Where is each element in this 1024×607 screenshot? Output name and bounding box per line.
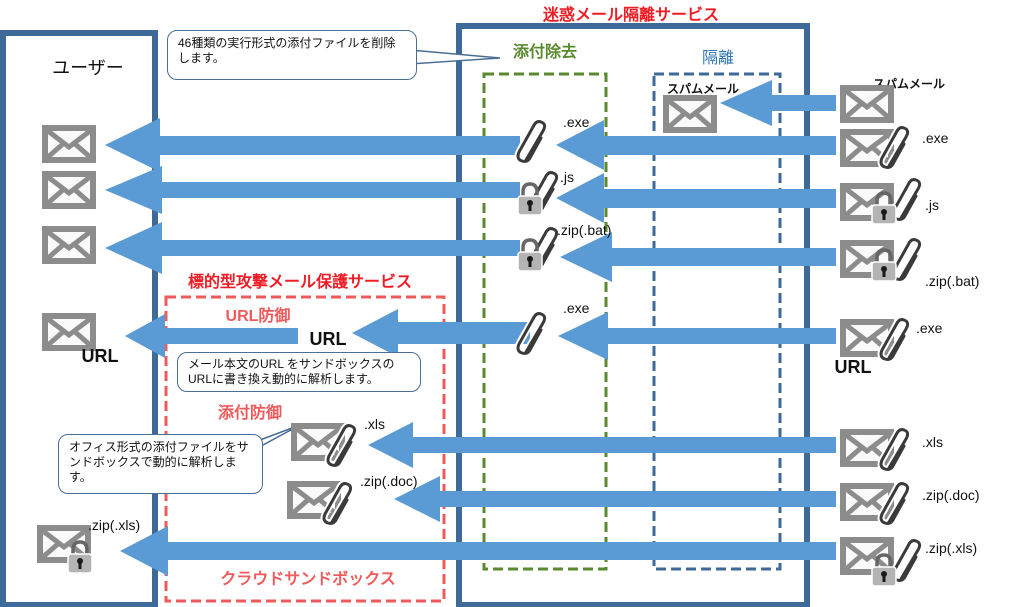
spam-service-box <box>456 23 810 607</box>
paperclip-icon <box>893 240 920 280</box>
url-defense-arrow <box>352 309 530 357</box>
zipbat-arrow-incoming <box>560 232 836 282</box>
removed-zipbat-label: .zip(.bat) <box>557 222 611 238</box>
spam-service-title: 迷惑メール隔離サービス <box>542 5 719 24</box>
cloud-sandbox-title: クラウドサンドボックス <box>220 570 396 588</box>
url-exe-removed-label: .exe <box>563 300 590 316</box>
js-arrow-to-user <box>105 166 520 214</box>
exe-arrow-incoming <box>556 120 836 170</box>
targeted-attack-title: 標的型攻撃メール保護サービス <box>188 272 412 291</box>
url-defense-url-label: URL <box>310 329 347 349</box>
incoming-zipdoc-label: .zip(.doc) <box>922 487 980 503</box>
zipdoc-arrow <box>394 476 836 522</box>
incoming-js-label: .js <box>925 197 939 213</box>
envelope-icon <box>666 98 714 130</box>
user-box <box>0 30 158 607</box>
js-arrow-incoming <box>556 173 836 223</box>
url-rewrite-callout: メール本文のURL をサンドボックスのURLに書き換え動的に解析します。 <box>177 352 421 392</box>
lock-icon <box>516 182 544 217</box>
incoming-xls-label: .xls <box>922 434 943 450</box>
url-defense-title: URL防御 <box>226 306 291 325</box>
user-url-label: URL <box>82 346 119 366</box>
paperclip-icon <box>893 541 920 581</box>
attach-removal-callout: 46種類の実行形式の添付ファイルを削除します。 <box>167 30 417 80</box>
paperclip-icon <box>893 180 920 220</box>
paperclip-icon <box>518 122 545 162</box>
incoming-exe-label: .exe <box>916 320 943 336</box>
quarantined-spam-label: スパムメール <box>667 82 739 96</box>
exe-arrow-to-user <box>105 118 520 172</box>
envelope-icon <box>45 316 93 348</box>
mail-flow-arrows <box>105 80 836 576</box>
paperclip-icon <box>518 314 545 354</box>
user-title: ユーザー <box>52 58 124 78</box>
user-zipxls-label: .zip(.xls) <box>88 517 140 533</box>
office-sandbox-callout: オフィス形式の添付ファイルをサンドボックスで動的に解析します。 <box>58 434 263 494</box>
spam-arrow <box>720 80 836 126</box>
sandbox-zipdoc-label: .zip(.doc) <box>360 473 418 489</box>
sandbox-xls-label: .xls <box>364 416 385 432</box>
envelope-icon <box>45 128 93 160</box>
envelope-icon <box>843 88 891 120</box>
quarantine-title: 隔離 <box>702 49 734 67</box>
quarantine-box <box>652 72 782 571</box>
zipxls-arrow <box>120 526 836 576</box>
url-exe-arrow-incoming <box>558 312 836 360</box>
removed-exe-label: .exe <box>563 114 590 130</box>
incoming-zipbat-label: .zip(.bat) <box>925 273 979 289</box>
url-to-user-arrow <box>125 314 298 358</box>
envelope-icon <box>45 174 93 206</box>
xls-arrow <box>368 422 836 468</box>
zipbat-arrow-to-user <box>105 222 520 274</box>
incoming-url-label: URL <box>835 357 872 377</box>
removed-js-label: .js <box>560 169 574 185</box>
envelope-icon <box>45 229 93 261</box>
incoming-zipxls-label: .zip(.xls) <box>925 540 977 556</box>
attach-removal-title: 添付除去 <box>513 42 577 61</box>
lock-icon <box>516 238 544 273</box>
callout-tail <box>409 49 501 65</box>
incoming-exe-label: .exe <box>922 130 949 146</box>
attach-defense-title: 添付防御 <box>218 403 282 422</box>
